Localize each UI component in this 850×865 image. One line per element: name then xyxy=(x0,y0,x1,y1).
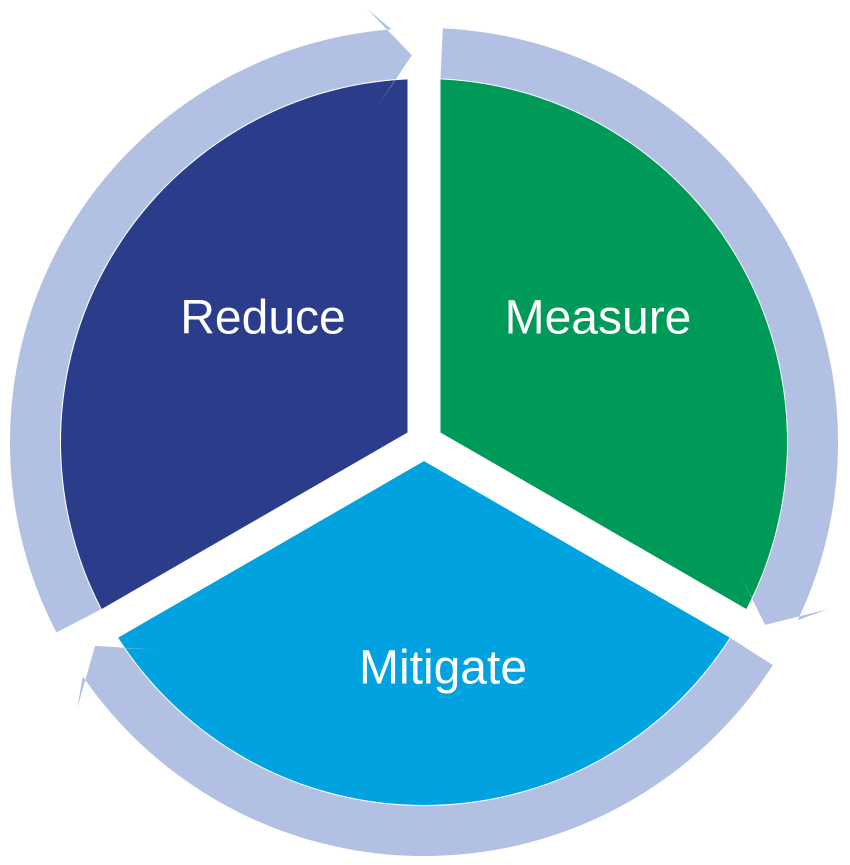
arrow-measure-to-mitigate xyxy=(440,28,839,625)
wedge-measure xyxy=(440,79,787,609)
wedge-reduce xyxy=(61,79,408,609)
arrow-mitigate-to-reduce xyxy=(77,638,773,857)
label-measure: Measure xyxy=(505,292,692,345)
label-reduce: Reduce xyxy=(180,292,345,345)
label-mitigate: Mitigate xyxy=(359,642,527,695)
wedge-mitigate xyxy=(118,461,730,806)
arrow-reduce-to-measure xyxy=(9,8,412,633)
